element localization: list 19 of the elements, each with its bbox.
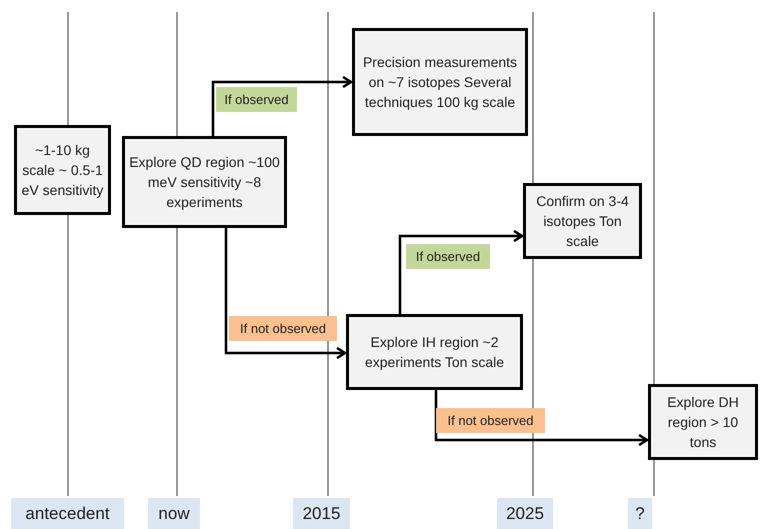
process-box: Confirm on 3-4 isotopes Ton scale	[523, 183, 642, 259]
process-box: Explore QD region ~100 meV sensitivity ~8 experiments	[122, 136, 287, 228]
process-box: Explore IH region ~2 experiments Ton scale	[346, 314, 523, 390]
timeline-label: antecedent	[11, 498, 124, 529]
timeline-label: 2025	[497, 498, 553, 529]
arrow	[398, 230, 524, 314]
process-box: Explore DH region > 10 tons	[648, 384, 758, 460]
arrow	[434, 390, 648, 446]
arrow	[212, 76, 352, 136]
timeline-label: 2015	[293, 498, 350, 529]
edge-label: If not observed	[229, 316, 337, 341]
process-box: ~1-10 kg scale ~ 0.5-1 eV sensitivity	[14, 125, 111, 215]
edge-label: If observed	[216, 87, 297, 112]
timeline-label: now	[148, 498, 200, 529]
edge-label: If not observed	[436, 408, 545, 433]
arrow	[224, 228, 346, 360]
timeline-label: ?	[628, 498, 652, 529]
edge-label: If observed	[406, 244, 490, 269]
process-box: Precision measurements on ~7 isotopes Several techniques 100 kg scale	[352, 28, 528, 136]
